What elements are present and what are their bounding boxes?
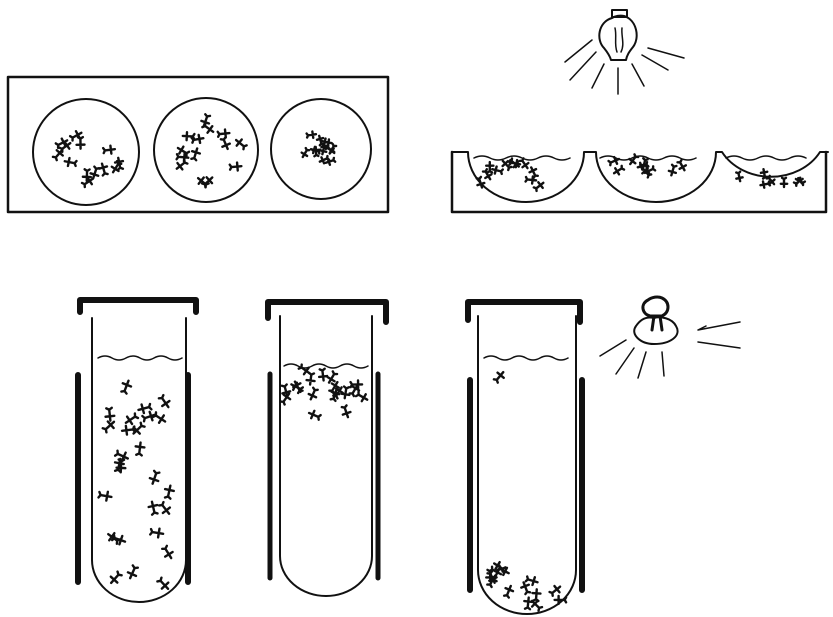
organism-mark (306, 131, 316, 139)
organism-mark (105, 408, 115, 422)
organism-mark (520, 581, 532, 595)
organism-mark (355, 390, 369, 403)
organism-mark (55, 137, 69, 149)
organism-mark (760, 180, 770, 188)
organism-mark (491, 166, 503, 175)
organism-mark (230, 162, 242, 171)
organism-mark (135, 442, 145, 456)
organism-mark (307, 387, 319, 401)
tube-2-water-line (284, 364, 368, 368)
organism-mark (161, 545, 175, 560)
organism-mark (218, 129, 230, 138)
organism-group-tube-3 (486, 370, 566, 612)
bulb-filament (615, 28, 623, 52)
organism-mark (150, 527, 164, 538)
tube-3-water-line (484, 356, 568, 360)
organism-mark (676, 159, 687, 172)
organism-group-well-1 (52, 129, 125, 188)
organism-mark (318, 369, 327, 381)
test-tube-3 (468, 302, 582, 614)
arrow-lines (698, 322, 740, 348)
organism-mark (148, 501, 159, 515)
light-bulb-icon (565, 10, 684, 94)
bulb-2-glass (634, 317, 677, 344)
tube-1-cap (80, 300, 196, 312)
organism-mark (533, 180, 546, 192)
organism-mark (612, 165, 625, 177)
organism-mark (340, 405, 351, 418)
organism-mark (98, 490, 112, 501)
organism-mark (126, 565, 139, 580)
organism-mark (158, 501, 173, 516)
organism-mark (152, 411, 167, 425)
organism-mark (156, 577, 171, 592)
tube-2-glass (280, 316, 372, 596)
tube-1-water-line (98, 356, 182, 360)
organism-mark (503, 584, 515, 598)
organism-mark (781, 178, 787, 187)
bulb-2-base (643, 297, 668, 330)
test-tube-2 (268, 302, 386, 596)
dish-tray-top-view (8, 77, 388, 212)
organism-mark (608, 156, 620, 167)
organism-mark (234, 137, 248, 150)
light-rays (565, 40, 684, 94)
tray-side-wells (452, 152, 828, 202)
organism-mark (108, 571, 123, 586)
organism-mark (103, 145, 115, 154)
organism-mark (120, 379, 133, 394)
organism-mark (148, 470, 160, 485)
organism-mark (123, 412, 138, 426)
organism-mark (300, 147, 310, 158)
organism-mark (493, 370, 507, 384)
test-tube-1 (78, 300, 196, 602)
organism-group-well-3 (300, 131, 337, 166)
bulb-glass (599, 16, 636, 60)
organism-mark (219, 137, 231, 151)
organism-mark (174, 158, 188, 171)
organism-mark (98, 163, 109, 176)
tube-3-cap (468, 302, 580, 322)
dish-well-1 (33, 99, 139, 205)
organism-group-well-2 (174, 114, 247, 189)
organism-group-tube-1 (98, 379, 175, 592)
organism-mark (549, 584, 563, 597)
organism-mark (157, 394, 171, 409)
organism-mark (190, 147, 201, 160)
tube-2-cap (268, 302, 386, 322)
organism-mark (482, 169, 494, 182)
tube-3-sleeve (470, 380, 582, 590)
organism-mark (308, 409, 322, 421)
organism-mark (163, 485, 174, 499)
organism-mark (532, 589, 541, 601)
light-bulb-icon-2 (600, 297, 740, 378)
dish-tray-side-view (452, 152, 828, 212)
tube-2-sleeve (270, 374, 378, 578)
organism-mark (524, 597, 533, 609)
organism-mark (668, 164, 678, 176)
organism-mark (64, 157, 77, 167)
organism-mark (114, 449, 129, 462)
tube-1-glass (92, 318, 186, 602)
organism-mark (306, 373, 315, 385)
light-rays-2 (600, 340, 664, 378)
organism-group-tube-2 (279, 363, 369, 421)
tube-1-sleeve (78, 375, 188, 582)
organism-mark (735, 171, 743, 181)
